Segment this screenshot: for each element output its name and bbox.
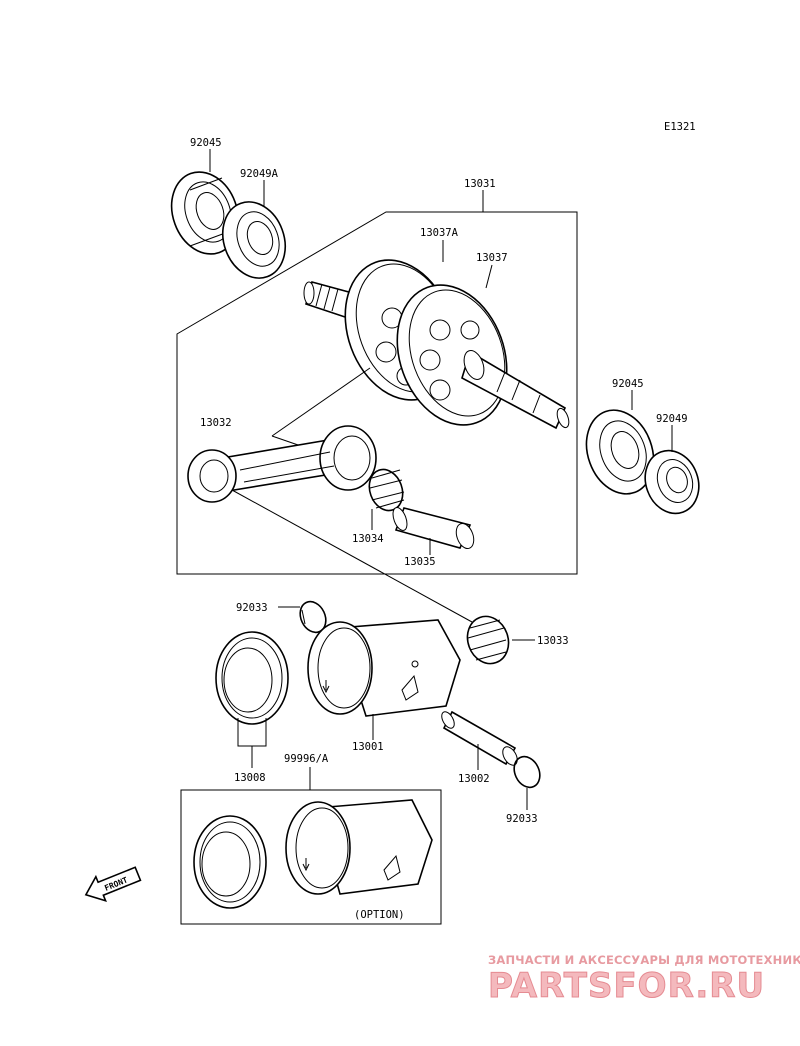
label-13037A: 13037A <box>420 227 459 239</box>
bearing-92045-right <box>585 409 655 495</box>
label-92033-top: 92033 <box>236 602 268 614</box>
watermark-logo: PARTSFOR.RU <box>487 966 766 1007</box>
piston-13001 <box>307 619 461 717</box>
crankshaft-assembly-frame <box>176 211 578 575</box>
label-92033-bottom: 92033 <box>506 813 538 825</box>
option-piston-rings <box>193 815 267 909</box>
option-frame <box>180 789 442 925</box>
seal-92049A <box>222 201 286 279</box>
circlip-92033-bottom <box>513 755 541 789</box>
label-13035: 13035 <box>404 556 436 568</box>
needle-bearing-13034 <box>368 468 405 512</box>
label-13037: 13037 <box>476 252 508 264</box>
seal-92049 <box>644 449 700 515</box>
label-92045-right: 92045 <box>612 378 644 390</box>
piston-pin-13002 <box>441 710 518 766</box>
crank-pin-13035 <box>392 507 475 550</box>
label-13032: 13032 <box>200 417 232 429</box>
label-13033: 13033 <box>537 635 569 647</box>
needle-bearing-13033 <box>466 615 510 665</box>
crankshaft <box>303 259 570 430</box>
option-piston <box>285 799 433 895</box>
connecting-rod <box>187 425 377 503</box>
watermark-subtitle: ЗАПЧАСТИ И АКСЕССУАРЫ ДЛЯ МОТОТЕХНИКИ <box>488 953 800 967</box>
bearing-92045-top <box>170 171 240 255</box>
label-13034: 13034 <box>352 533 384 545</box>
label-92049: 92049 <box>656 413 688 425</box>
label-13001: 13001 <box>352 741 384 753</box>
piston-rings-13008 <box>215 631 289 725</box>
label-92045-top: 92045 <box>190 137 222 149</box>
front-arrow-icon: FRONT <box>84 866 142 903</box>
label-13008: 13008 <box>234 772 266 784</box>
label-13002: 13002 <box>458 773 490 785</box>
label-13031: 13031 <box>464 178 496 190</box>
diagram-code: E1321 <box>664 121 696 133</box>
option-label: (OPTION) <box>354 909 405 921</box>
label-99996A: 99996/A <box>284 753 329 765</box>
label-92049A: 92049A <box>240 168 279 180</box>
